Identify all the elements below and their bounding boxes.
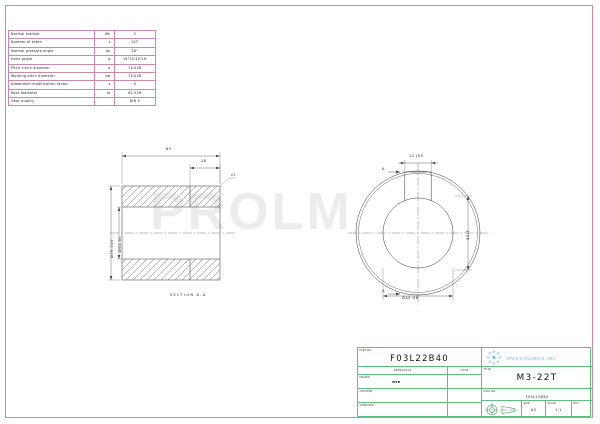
first-angle-projection-icon <box>485 403 517 417</box>
company-logo-cell: APEX DYNAMICS, INC. <box>482 348 592 367</box>
scale-value: 1:1 <box>555 408 562 412</box>
drawn-by-value: WEB <box>392 380 401 384</box>
dim-label-overall-length: 65 <box>166 147 172 151</box>
table-row: Working pitch diameter dw 70.028 <box>7 71 157 82</box>
spec-value: 0 <box>113 80 157 90</box>
spec-name: Helix angle <box>7 55 96 65</box>
company-name: APEX DYNAMICS, INC. <box>506 355 558 361</box>
section-caption: SECTION A-A <box>170 293 207 297</box>
drawn-cell[interactable]: DRAWN WEB <box>358 375 448 389</box>
spec-value: 62.528 <box>113 88 157 99</box>
approvals-label: APPROVALS <box>393 369 412 373</box>
projection-symbol-cell <box>482 401 522 418</box>
part-no-cell: PART NO. F03L22B40 <box>358 348 482 367</box>
approvals-header-cell: APPROVALS <box>358 367 448 375</box>
checked-label: CHECKED <box>359 390 373 393</box>
spec-value: 19°31'42"LH <box>113 55 157 65</box>
table-row: Helix angle b 19°31'42"LH <box>7 55 157 65</box>
spec-symbol: dw <box>94 71 115 82</box>
spec-symbol: b <box>94 55 115 65</box>
scale-cell: SCALE 1:1 <box>546 401 572 418</box>
title-value: M3-22T <box>516 373 558 383</box>
spec-name: Working pitch diameter <box>7 71 96 82</box>
watermark-text: PROLM <box>150 183 353 241</box>
spec-name: Addendum modification factor <box>7 80 96 90</box>
section-mark-top: A <box>382 167 385 171</box>
table-row: Number of teeth z 22T <box>7 38 157 48</box>
approved-date-cell[interactable] <box>448 403 482 418</box>
date-label: DATE <box>460 369 469 373</box>
table-row: Normal pressure angle an 20° <box>7 46 157 57</box>
dwg-no-cell: DWG NO. F03L22B40 <box>482 389 592 401</box>
spec-symbol: Mn <box>94 29 115 40</box>
part-no-label: PART NO. <box>359 349 373 352</box>
checked-cell[interactable]: CHECKED <box>358 389 448 403</box>
scale-label: SCALE <box>547 402 557 405</box>
spec-value: 3 <box>113 29 157 40</box>
spec-value: 22T <box>113 38 157 48</box>
chamfer-note: C1 <box>231 173 237 177</box>
approved-cell[interactable]: APPROVED <box>358 403 448 418</box>
size-value: A3 <box>530 408 537 412</box>
dim-label-keyway-width: 12 JS9 <box>409 154 424 158</box>
rev-cell: REV <box>572 401 592 418</box>
table-row: Gear quality DIN 5 <box>7 96 157 107</box>
rev-label: REV <box>573 402 579 405</box>
apex-logo-icon <box>486 350 502 365</box>
spec-name: Gear quality <box>7 96 96 107</box>
dim-label-keyway-depth: 43.3 <box>466 229 470 240</box>
spec-symbol: z <box>94 38 115 48</box>
spec-symbol: an <box>94 46 115 57</box>
title-cell: TITLE M3-22T <box>482 367 592 389</box>
drawn-label: DRAWN <box>359 376 370 379</box>
table-row: Root diameter dr 62.528 <box>7 88 157 99</box>
spec-value: 70.028 <box>113 71 157 82</box>
sheet-border <box>5 5 593 418</box>
dim-label-bore-length: 28 <box>201 159 207 163</box>
table-row: Normal module Mn 3 <box>7 29 157 40</box>
date-header-cell: DATE <box>448 367 482 375</box>
spec-symbol: dr <box>94 88 115 99</box>
spec-name: Normal module <box>7 29 96 40</box>
checked-date-cell[interactable] <box>448 389 482 403</box>
title-label: TITLE <box>483 368 491 371</box>
spec-name: Root diameter <box>7 88 96 99</box>
spec-symbol <box>94 96 115 107</box>
spec-value: DIN 5 <box>113 96 157 107</box>
spec-symbol: d <box>94 63 115 73</box>
spec-value: 20° <box>113 46 157 57</box>
gear-spec-table: Normal module Mn 3 Number of teeth z 22T… <box>7 29 157 107</box>
spec-name: Normal pressure angle <box>7 46 96 57</box>
table-row: Pitch circle diameter d 70.028 <box>7 63 157 73</box>
dim-label-bore: Ø40 H6 <box>402 296 419 300</box>
dwg-no-value: F03L22B40 <box>525 394 549 399</box>
table-row: Addendum modification factor x 0 <box>7 80 157 90</box>
title-block: PART NO. F03L22B40 APPROVALS DATE DRAWN … <box>357 347 592 418</box>
spec-symbol: x <box>94 80 115 90</box>
drawn-date-cell[interactable] <box>448 375 482 389</box>
spec-name: Number of teeth <box>7 38 96 48</box>
spec-value: 70.028 <box>113 63 157 73</box>
spec-name: Pitch circle diameter <box>7 63 96 73</box>
size-label: SIZE <box>523 402 530 405</box>
spec-table-body: Normal module Mn 3 Number of teeth z 22T… <box>7 29 157 107</box>
dim-label-outer-diameter: Ø76.020 <box>110 239 114 258</box>
dwg-no-label: DWG NO. <box>483 390 497 393</box>
section-mark-bottom: A <box>382 289 385 293</box>
approved-label: APPROVED <box>359 404 375 407</box>
dim-label-inner-diameter: Ø62.50 <box>118 235 122 252</box>
size-cell: SIZE A3 <box>522 401 546 418</box>
part-no-value: F03L22B40 <box>390 354 449 364</box>
